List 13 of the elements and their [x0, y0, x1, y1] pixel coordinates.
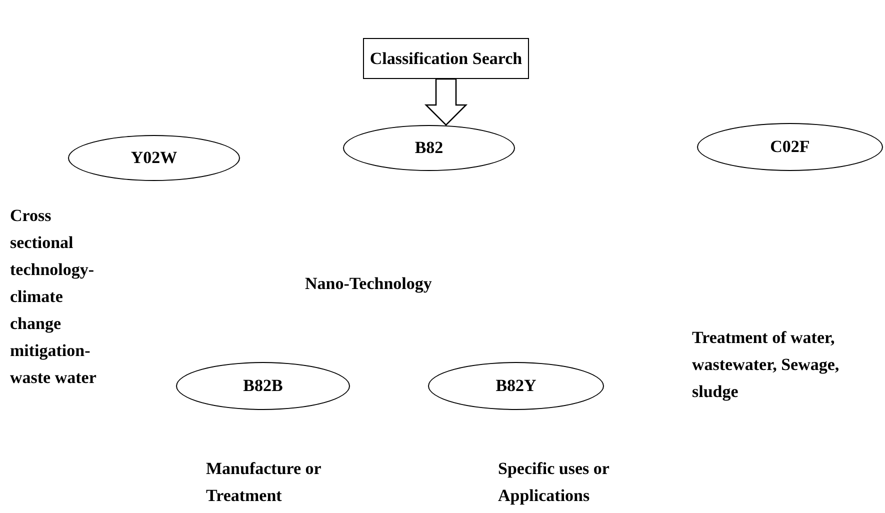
category-description: Specific uses or Applications: [498, 458, 610, 507]
category-description: Nano-Technology: [305, 273, 433, 295]
node-label: Classification Search: [370, 48, 522, 68]
title-box: [363, 38, 529, 79]
category-description: Treatment of water, wastewater, Sewage, sludge: [692, 327, 840, 403]
node-label: C02F: [770, 137, 810, 157]
category-description: Manufacture or Treatment: [206, 458, 322, 507]
node-label: B82B: [243, 376, 283, 396]
node-label: Y02W: [130, 148, 178, 168]
category-description: Cross sectional technology-climate change mitigation-waste water: [10, 205, 98, 389]
node-label: B82Y: [496, 376, 536, 396]
node-label: B82: [414, 138, 444, 158]
block-arrow: [424, 78, 468, 126]
